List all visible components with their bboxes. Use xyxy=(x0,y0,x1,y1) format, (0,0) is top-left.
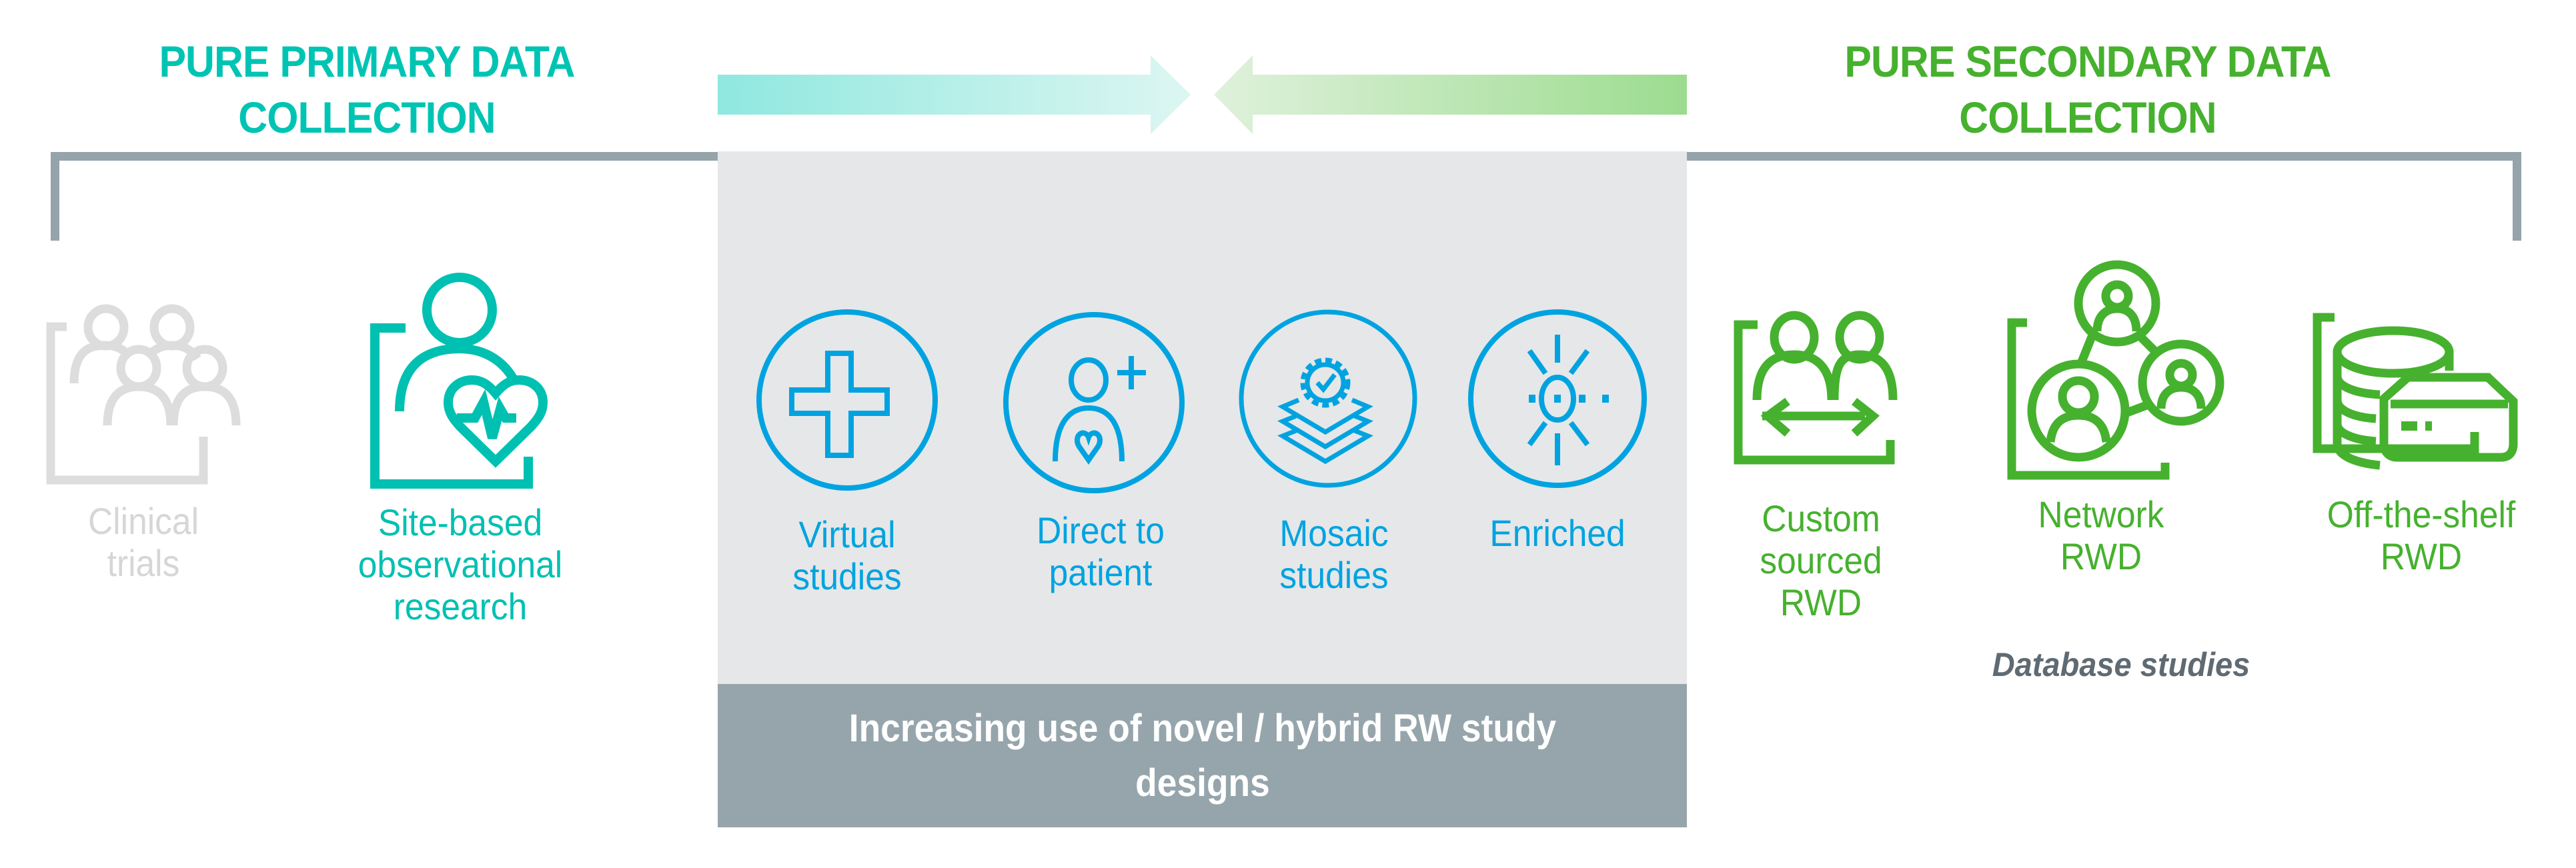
label-line: Enriched xyxy=(1489,512,1626,554)
primary-header-line2: COLLECTION xyxy=(238,93,496,142)
label-line: trials xyxy=(107,542,180,584)
secondary-header-line2: COLLECTION xyxy=(1959,93,2216,142)
secondary-item-off-the-shelf: Off-the-shelf RWD xyxy=(2293,493,2550,577)
hybrid-item-enriched: Enriched xyxy=(1456,512,1659,554)
secondary-item-network: Network RWD xyxy=(1997,493,2206,577)
label-line: RWD xyxy=(2060,535,2142,577)
label-line: patient xyxy=(1049,551,1153,593)
primary-data-header: PURE PRIMARY DATA COLLECTION xyxy=(121,33,612,145)
converging-arrows xyxy=(718,55,1687,134)
label-line: Custom xyxy=(1762,497,1880,539)
people-exchange-icon xyxy=(1734,311,1898,465)
medical-cross-icon xyxy=(756,309,938,491)
label-line: Clinical xyxy=(87,500,199,542)
label-line: RWD xyxy=(1780,581,1862,623)
label-line: studies xyxy=(792,555,902,597)
database-studies-label: Database studies xyxy=(1992,646,2250,683)
label-line: research xyxy=(393,585,528,627)
label-line: Network xyxy=(2038,493,2164,535)
primary-header-line1: PURE PRIMARY DATA xyxy=(159,37,575,86)
primary-item-clinical-trials: Clinical trials xyxy=(42,500,245,584)
secondary-bracket-top xyxy=(1687,152,2521,161)
secondary-bracket-side xyxy=(2513,152,2521,241)
arrow-left-secondary xyxy=(1214,55,1687,134)
banner-text: Increasing use of novel / hybrid RW stud… xyxy=(773,701,1632,811)
network-people-icon xyxy=(2007,260,2224,480)
database-drive-icon xyxy=(2313,313,2518,470)
primary-bracket-side xyxy=(51,152,59,241)
label-line: Virtual xyxy=(798,513,896,555)
hybrid-designs-panel xyxy=(718,151,1687,684)
hybrid-item-direct-to-patient: Direct to patient xyxy=(984,509,1217,593)
label-line: Direct to xyxy=(1037,509,1165,551)
layers-gear-check-icon xyxy=(1239,309,1417,488)
people-group-icon xyxy=(46,304,241,485)
secondary-item-custom-sourced: Custom sourced RWD xyxy=(1717,497,1926,623)
label-line: Off-the-shelf xyxy=(2327,493,2516,535)
label-line: Site-based xyxy=(378,501,543,543)
person-add-heart-icon xyxy=(1003,312,1185,493)
patient-heart-icon xyxy=(370,273,548,489)
banner-line2: designs xyxy=(1135,761,1270,805)
label-line: sourced xyxy=(1760,539,1882,581)
label-line: observational xyxy=(358,543,563,585)
label-line: studies xyxy=(1279,554,1389,596)
sun-burst-icon xyxy=(1468,309,1647,488)
label-line: Mosaic xyxy=(1279,512,1389,554)
primary-bracket-top xyxy=(51,152,718,161)
secondary-header-line1: PURE SECONDARY DATA xyxy=(1844,37,2331,86)
hybrid-item-virtual-studies: Virtual studies xyxy=(743,513,952,597)
hybrid-designs-banner: Increasing use of novel / hybrid RW stud… xyxy=(718,684,1687,827)
arrow-right-primary xyxy=(718,55,1191,134)
label-line: RWD xyxy=(2380,535,2463,577)
secondary-data-header: PURE SECONDARY DATA COLLECTION xyxy=(1781,33,2395,145)
hybrid-item-mosaic-studies: Mosaic studies xyxy=(1230,512,1439,596)
primary-item-site-based: Site-based observational research xyxy=(319,501,601,627)
banner-line1: Increasing use of novel / hybrid RW stud… xyxy=(848,706,1556,750)
